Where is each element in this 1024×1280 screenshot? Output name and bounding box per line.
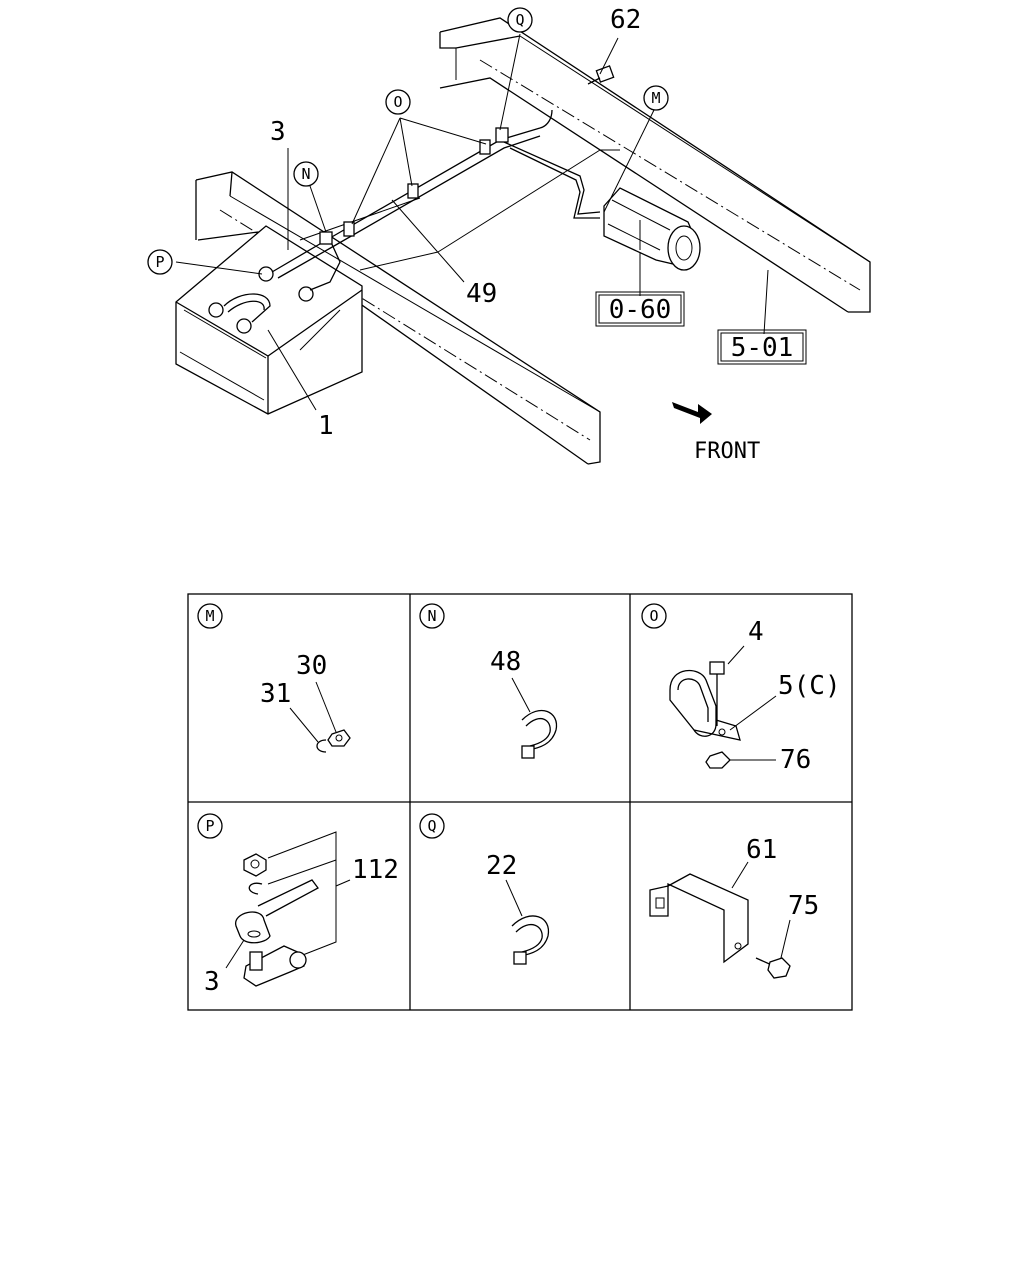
terminal-nut-icon bbox=[243, 853, 267, 877]
part-label-31: 31 bbox=[260, 679, 291, 709]
nut-76-icon bbox=[705, 751, 731, 769]
part-label-22: 22 bbox=[486, 851, 517, 881]
detail-cell-m: M 30 31 bbox=[197, 603, 351, 753]
detail-cell-p: P 112 3 bbox=[197, 813, 399, 997]
part-label-5c: 5(C) bbox=[778, 671, 841, 701]
part-label-75: 75 bbox=[788, 891, 819, 921]
harness-clamp bbox=[319, 231, 333, 245]
leader-lines bbox=[175, 33, 769, 411]
callout-p-label: P bbox=[155, 253, 164, 271]
part-label-49: 49 bbox=[466, 279, 497, 309]
callout-n: N bbox=[293, 161, 319, 187]
snap-ring-31-icon bbox=[316, 739, 327, 753]
part-label-112: 112 bbox=[352, 855, 399, 885]
detail-cell-q: Q 22 bbox=[419, 813, 550, 965]
battery-terminal-icon bbox=[236, 318, 252, 334]
battery-terminal-icon bbox=[208, 302, 224, 318]
callout-o: O bbox=[385, 89, 411, 115]
part-label-3: 3 bbox=[270, 117, 286, 147]
bolt-4-icon bbox=[709, 661, 725, 726]
callout-q: Q bbox=[507, 7, 533, 33]
detail-grid: M 30 31 N 48 O 4 5(C) 76 bbox=[187, 593, 853, 1011]
harness-clamp bbox=[407, 183, 419, 199]
bracket-61-icon bbox=[649, 873, 749, 964]
cable-tie-48-icon bbox=[521, 709, 558, 751]
ref-box-starter-label: 0-60 bbox=[609, 295, 672, 325]
cable-harness bbox=[271, 109, 601, 291]
part-label-30: 30 bbox=[296, 651, 327, 681]
clamp-5c-icon bbox=[669, 669, 741, 741]
washer-icon bbox=[248, 882, 263, 895]
ref-box-frame: 5-01 bbox=[717, 329, 807, 365]
callout-n-label: N bbox=[301, 165, 310, 183]
part-label-62: 62 bbox=[610, 5, 641, 35]
battery-cable-3-icon bbox=[257, 879, 319, 917]
cable-tie-22-icon bbox=[511, 915, 550, 957]
ref-box-starter: 0-60 bbox=[595, 291, 685, 327]
detail-q-callout: Q bbox=[427, 817, 436, 835]
bolt-62-icon bbox=[587, 65, 615, 85]
part-label-1: 1 bbox=[318, 411, 334, 441]
cable-1 bbox=[223, 293, 271, 323]
battery bbox=[175, 225, 363, 415]
callout-m: M bbox=[643, 85, 669, 111]
part-label-61: 61 bbox=[746, 835, 777, 865]
callout-p: P bbox=[147, 249, 173, 275]
callout-o-label: O bbox=[393, 93, 402, 111]
detail-n-callout: N bbox=[427, 607, 436, 625]
harness-clamp bbox=[479, 139, 491, 155]
bolt-75-icon bbox=[755, 957, 791, 979]
starter-motor bbox=[603, 187, 701, 271]
detail-p-callout: P bbox=[205, 817, 214, 835]
front-direction-label: FRONT bbox=[694, 439, 760, 464]
front-arrow-icon bbox=[672, 402, 712, 424]
harness-clamp bbox=[343, 221, 355, 237]
callout-q-label: Q bbox=[515, 11, 524, 29]
harness-clamp bbox=[495, 127, 509, 143]
part-label-48: 48 bbox=[490, 647, 521, 677]
part-label-76: 76 bbox=[780, 745, 811, 775]
detail-cell-o: O 4 5(C) 76 bbox=[641, 603, 841, 775]
battery-terminal-icon bbox=[298, 286, 314, 302]
detail-m-callout: M bbox=[205, 607, 214, 625]
frame-rail bbox=[439, 17, 871, 313]
part-label-4: 4 bbox=[748, 617, 764, 647]
main-assembly-illustration: Q O M N P 62 3 49 1 0-60 bbox=[147, 5, 871, 465]
detail-o-callout: O bbox=[649, 607, 658, 625]
nut-30-icon bbox=[327, 729, 351, 747]
ref-box-frame-label: 5-01 bbox=[731, 333, 794, 363]
callout-m-label: M bbox=[651, 89, 660, 107]
part-label-3-detail: 3 bbox=[204, 967, 220, 997]
detail-cell-n: N 48 bbox=[419, 603, 558, 759]
detail-cell-bracket: 61 75 bbox=[649, 835, 819, 979]
